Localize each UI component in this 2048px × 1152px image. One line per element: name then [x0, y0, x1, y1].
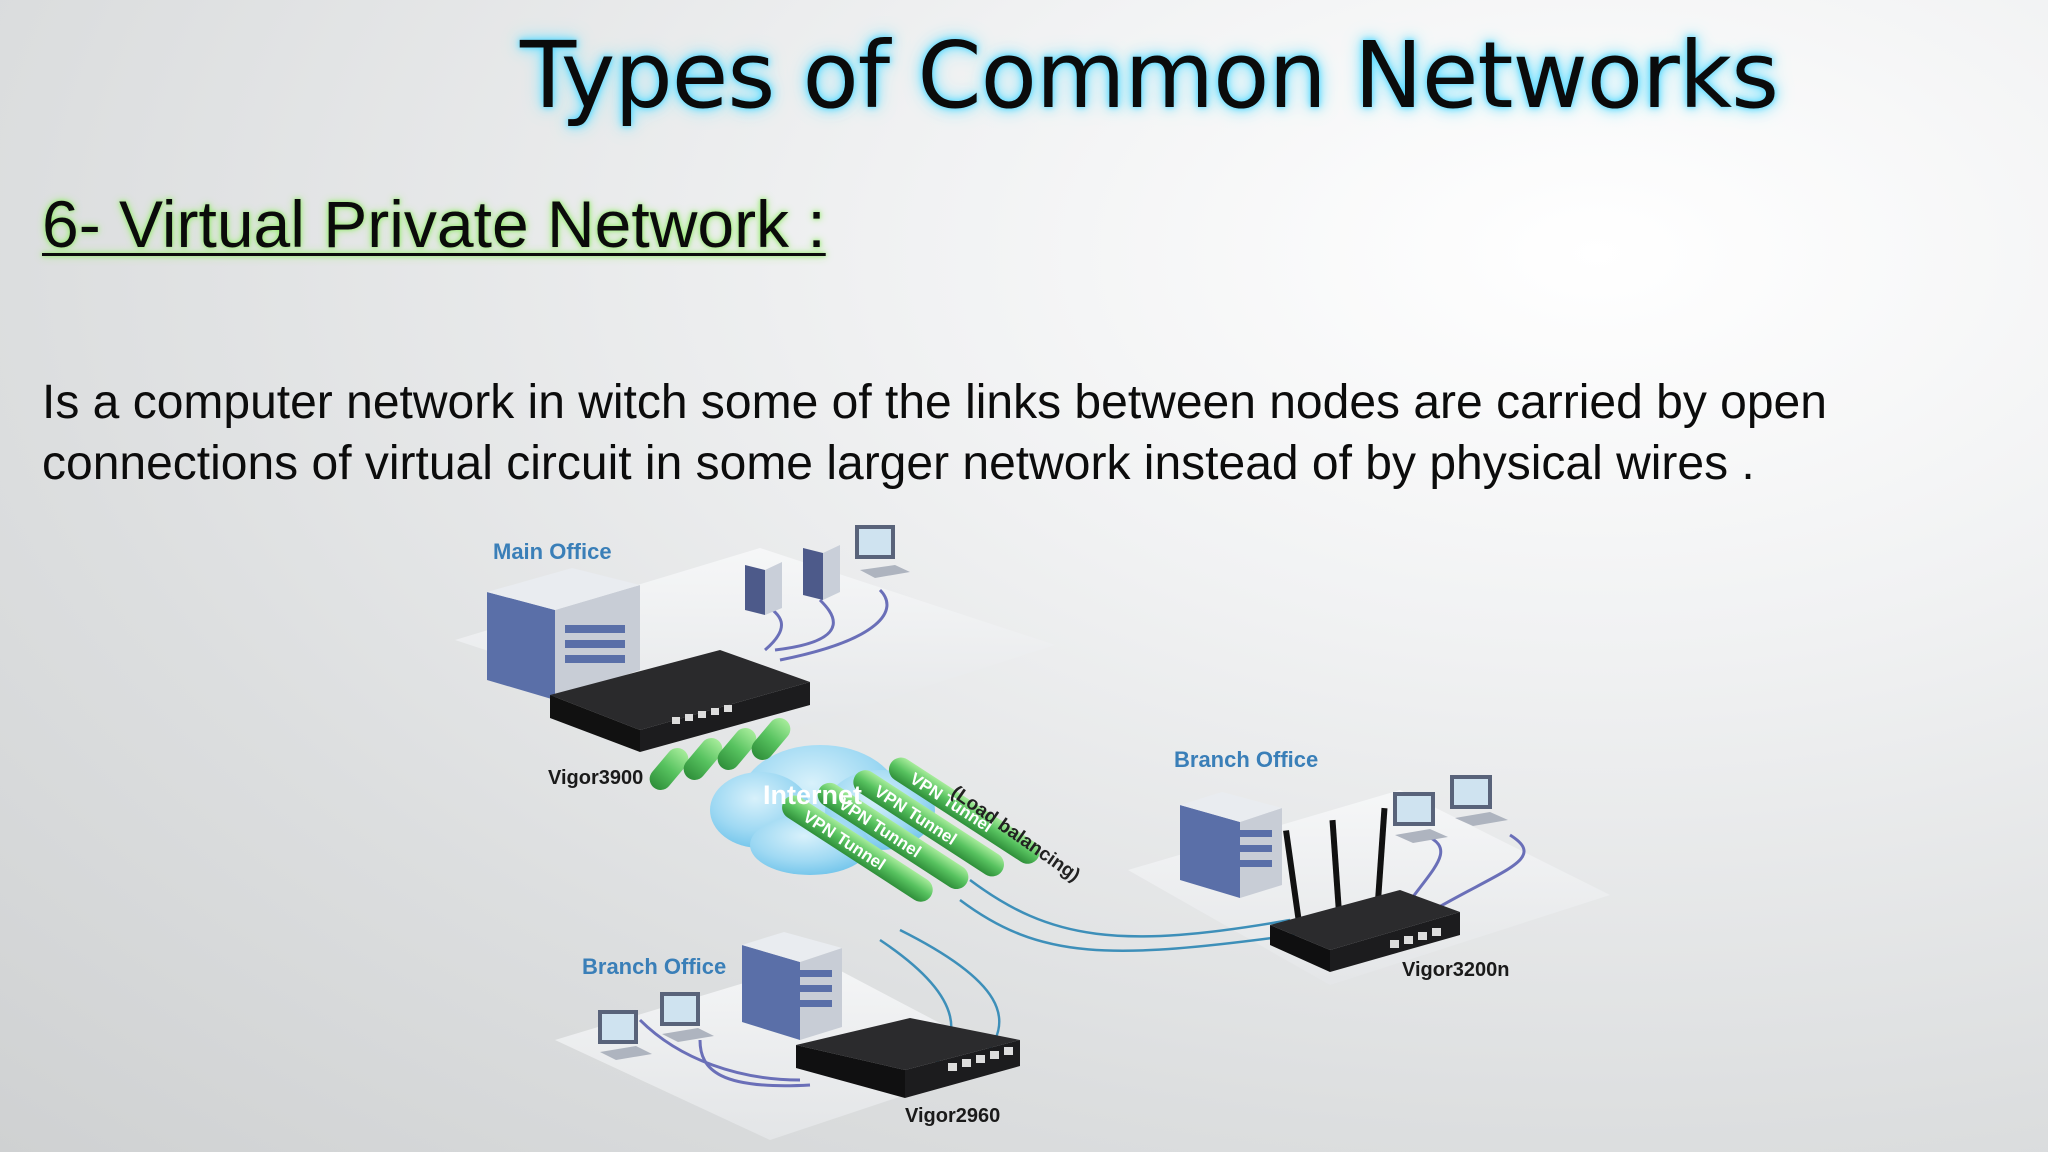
main-office-label: Main Office: [493, 539, 612, 564]
vpn-tunnel-3: [817, 782, 969, 890]
branch-left-cables: [638, 1018, 811, 1088]
router-vigor2960-icon: [796, 1018, 1020, 1098]
branch-right-building-icon: [1180, 792, 1282, 898]
monitor-icon: [855, 525, 910, 578]
definition-text: Is a computer network in witch some of t…: [42, 376, 1827, 490]
slide-title: Types of Common Networks: [520, 22, 1779, 129]
router-vigor3900-icon: [550, 650, 810, 752]
branch-office-right-label: Branch Office: [1174, 747, 1318, 772]
load-balancing-label: (Load balancing): [947, 782, 1084, 886]
internet-label: Internet: [763, 780, 862, 810]
server-tower-icon: [745, 562, 782, 615]
vpn-tunnel-4: [782, 795, 933, 902]
monitor-icon: [1450, 775, 1508, 826]
vpn-tunnel-1: [888, 757, 1040, 864]
main-office-building-icon: [487, 568, 640, 700]
server-tower-icon: [803, 545, 840, 600]
branch-office-left-label: Branch Office: [582, 954, 726, 979]
router-vigor3200n-label: Vigor3200n: [1402, 959, 1509, 981]
vpn-tunnel-2: [853, 770, 1004, 877]
section-heading: 6- Virtual Private Network :: [42, 187, 826, 261]
router-vigor2960-label: Vigor2960: [905, 1105, 1000, 1127]
monitor-icon: [660, 992, 714, 1042]
monitor-icon: [598, 1010, 652, 1060]
branch-left-building-icon: [742, 932, 842, 1040]
vpn-tunnel-stubs: [649, 718, 791, 790]
router-vigor3200n-icon: [1270, 807, 1460, 972]
monitor-icon: [1393, 792, 1448, 843]
router-vigor3900-label: Vigor3900: [548, 767, 643, 789]
